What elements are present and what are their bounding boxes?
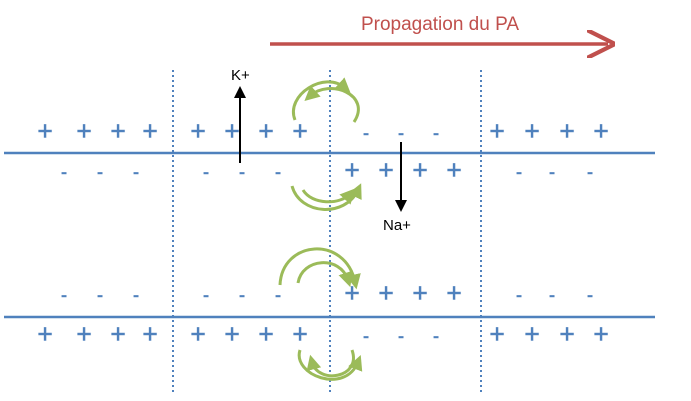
positive-charge: +	[524, 318, 540, 349]
negative-charge: -	[548, 282, 555, 307]
current-loop-arrow	[301, 188, 356, 205]
positive-charge: +	[258, 318, 274, 349]
positive-charge: +	[593, 115, 609, 146]
current-loop-arrow	[278, 247, 361, 290]
positive-charge: +	[292, 115, 308, 146]
negative-charge: -	[132, 282, 139, 307]
positive-charge: +	[76, 115, 92, 146]
separators	[172, 70, 482, 392]
positive-charge: +	[292, 318, 308, 349]
negative-charge: -	[432, 120, 439, 145]
negative-charge: -	[515, 159, 522, 184]
positive-charge: +	[224, 318, 240, 349]
positive-charge: +	[524, 115, 540, 146]
positive-charge: +	[344, 277, 360, 308]
positive-charge: +	[37, 115, 53, 146]
negative-charge: -	[238, 159, 245, 184]
na-ion-label: Na+	[383, 217, 411, 234]
positive-charge: +	[378, 277, 394, 308]
positive-charge: +	[224, 115, 240, 146]
positive-charge: +	[378, 154, 394, 185]
diagram-title: Propagation du PA	[361, 14, 519, 35]
k-ion-label: K+	[231, 67, 250, 84]
positive-charge: +	[344, 154, 360, 185]
positive-charge: +	[37, 318, 53, 349]
positive-charge: +	[76, 318, 92, 349]
negative-charge: -	[397, 323, 404, 348]
current-loop-arrow	[297, 349, 363, 381]
positive-charge: +	[142, 115, 158, 146]
negative-charge: -	[132, 159, 139, 184]
positive-charge: +	[559, 115, 575, 146]
negative-charge: -	[60, 282, 67, 307]
current-loop-arrow	[304, 85, 360, 123]
negative-charge: -	[274, 159, 281, 184]
negative-charge: -	[586, 159, 593, 184]
positive-charge: +	[110, 318, 126, 349]
current-loop-arrow	[296, 261, 353, 288]
charges-layer: ++++++++---++++------++++---------++++--…	[37, 115, 610, 350]
negative-charge: -	[515, 282, 522, 307]
negative-charge: -	[362, 120, 369, 145]
local-currents	[278, 77, 363, 381]
positive-charge: +	[190, 115, 206, 146]
positive-charge: +	[412, 277, 428, 308]
negative-charge: -	[397, 120, 404, 145]
negative-charge: -	[60, 159, 67, 184]
positive-charge: +	[142, 318, 158, 349]
positive-charge: +	[593, 318, 609, 349]
negative-charge: -	[202, 159, 209, 184]
current-loop-arrow	[306, 349, 355, 378]
negative-charge: -	[548, 159, 555, 184]
positive-charge: +	[412, 154, 428, 185]
negative-charge: -	[96, 159, 103, 184]
positive-charge: +	[110, 115, 126, 146]
positive-charge: +	[258, 115, 274, 146]
negative-charge: -	[432, 323, 439, 348]
positive-charge: +	[446, 277, 462, 308]
negative-charge: -	[362, 323, 369, 348]
positive-charge: +	[489, 115, 505, 146]
negative-charge: -	[202, 282, 209, 307]
positive-charge: +	[446, 154, 462, 185]
negative-charge: -	[586, 282, 593, 307]
positive-charge: +	[559, 318, 575, 349]
negative-charge: -	[238, 282, 245, 307]
negative-charge: -	[96, 282, 103, 307]
negative-charge: -	[274, 282, 281, 307]
positive-charge: +	[190, 318, 206, 349]
positive-charge: +	[489, 318, 505, 349]
